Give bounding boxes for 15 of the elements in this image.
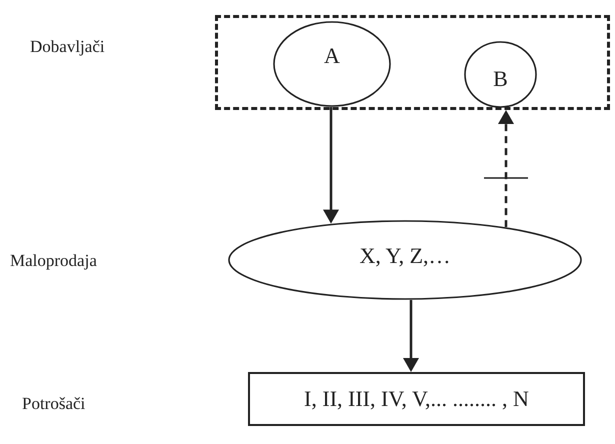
node-label: B — [493, 66, 508, 92]
ellipse-node — [228, 220, 582, 300]
row-label: Dobavljači — [30, 37, 105, 57]
circle-node — [273, 21, 391, 107]
node-label: A — [324, 43, 340, 69]
row-label: Potrošači — [22, 394, 86, 414]
process-box — [248, 372, 585, 426]
arrow — [403, 300, 419, 372]
node-label: X, Y, Z,… — [359, 243, 451, 269]
node-label: I, II, III, IV, V,... ........ , N — [304, 386, 529, 412]
dashed-group-box — [215, 15, 610, 110]
dashed-arrow — [484, 110, 528, 228]
arrow — [323, 107, 339, 224]
circle-node — [464, 41, 537, 108]
row-label: Maloprodaja — [10, 251, 97, 271]
